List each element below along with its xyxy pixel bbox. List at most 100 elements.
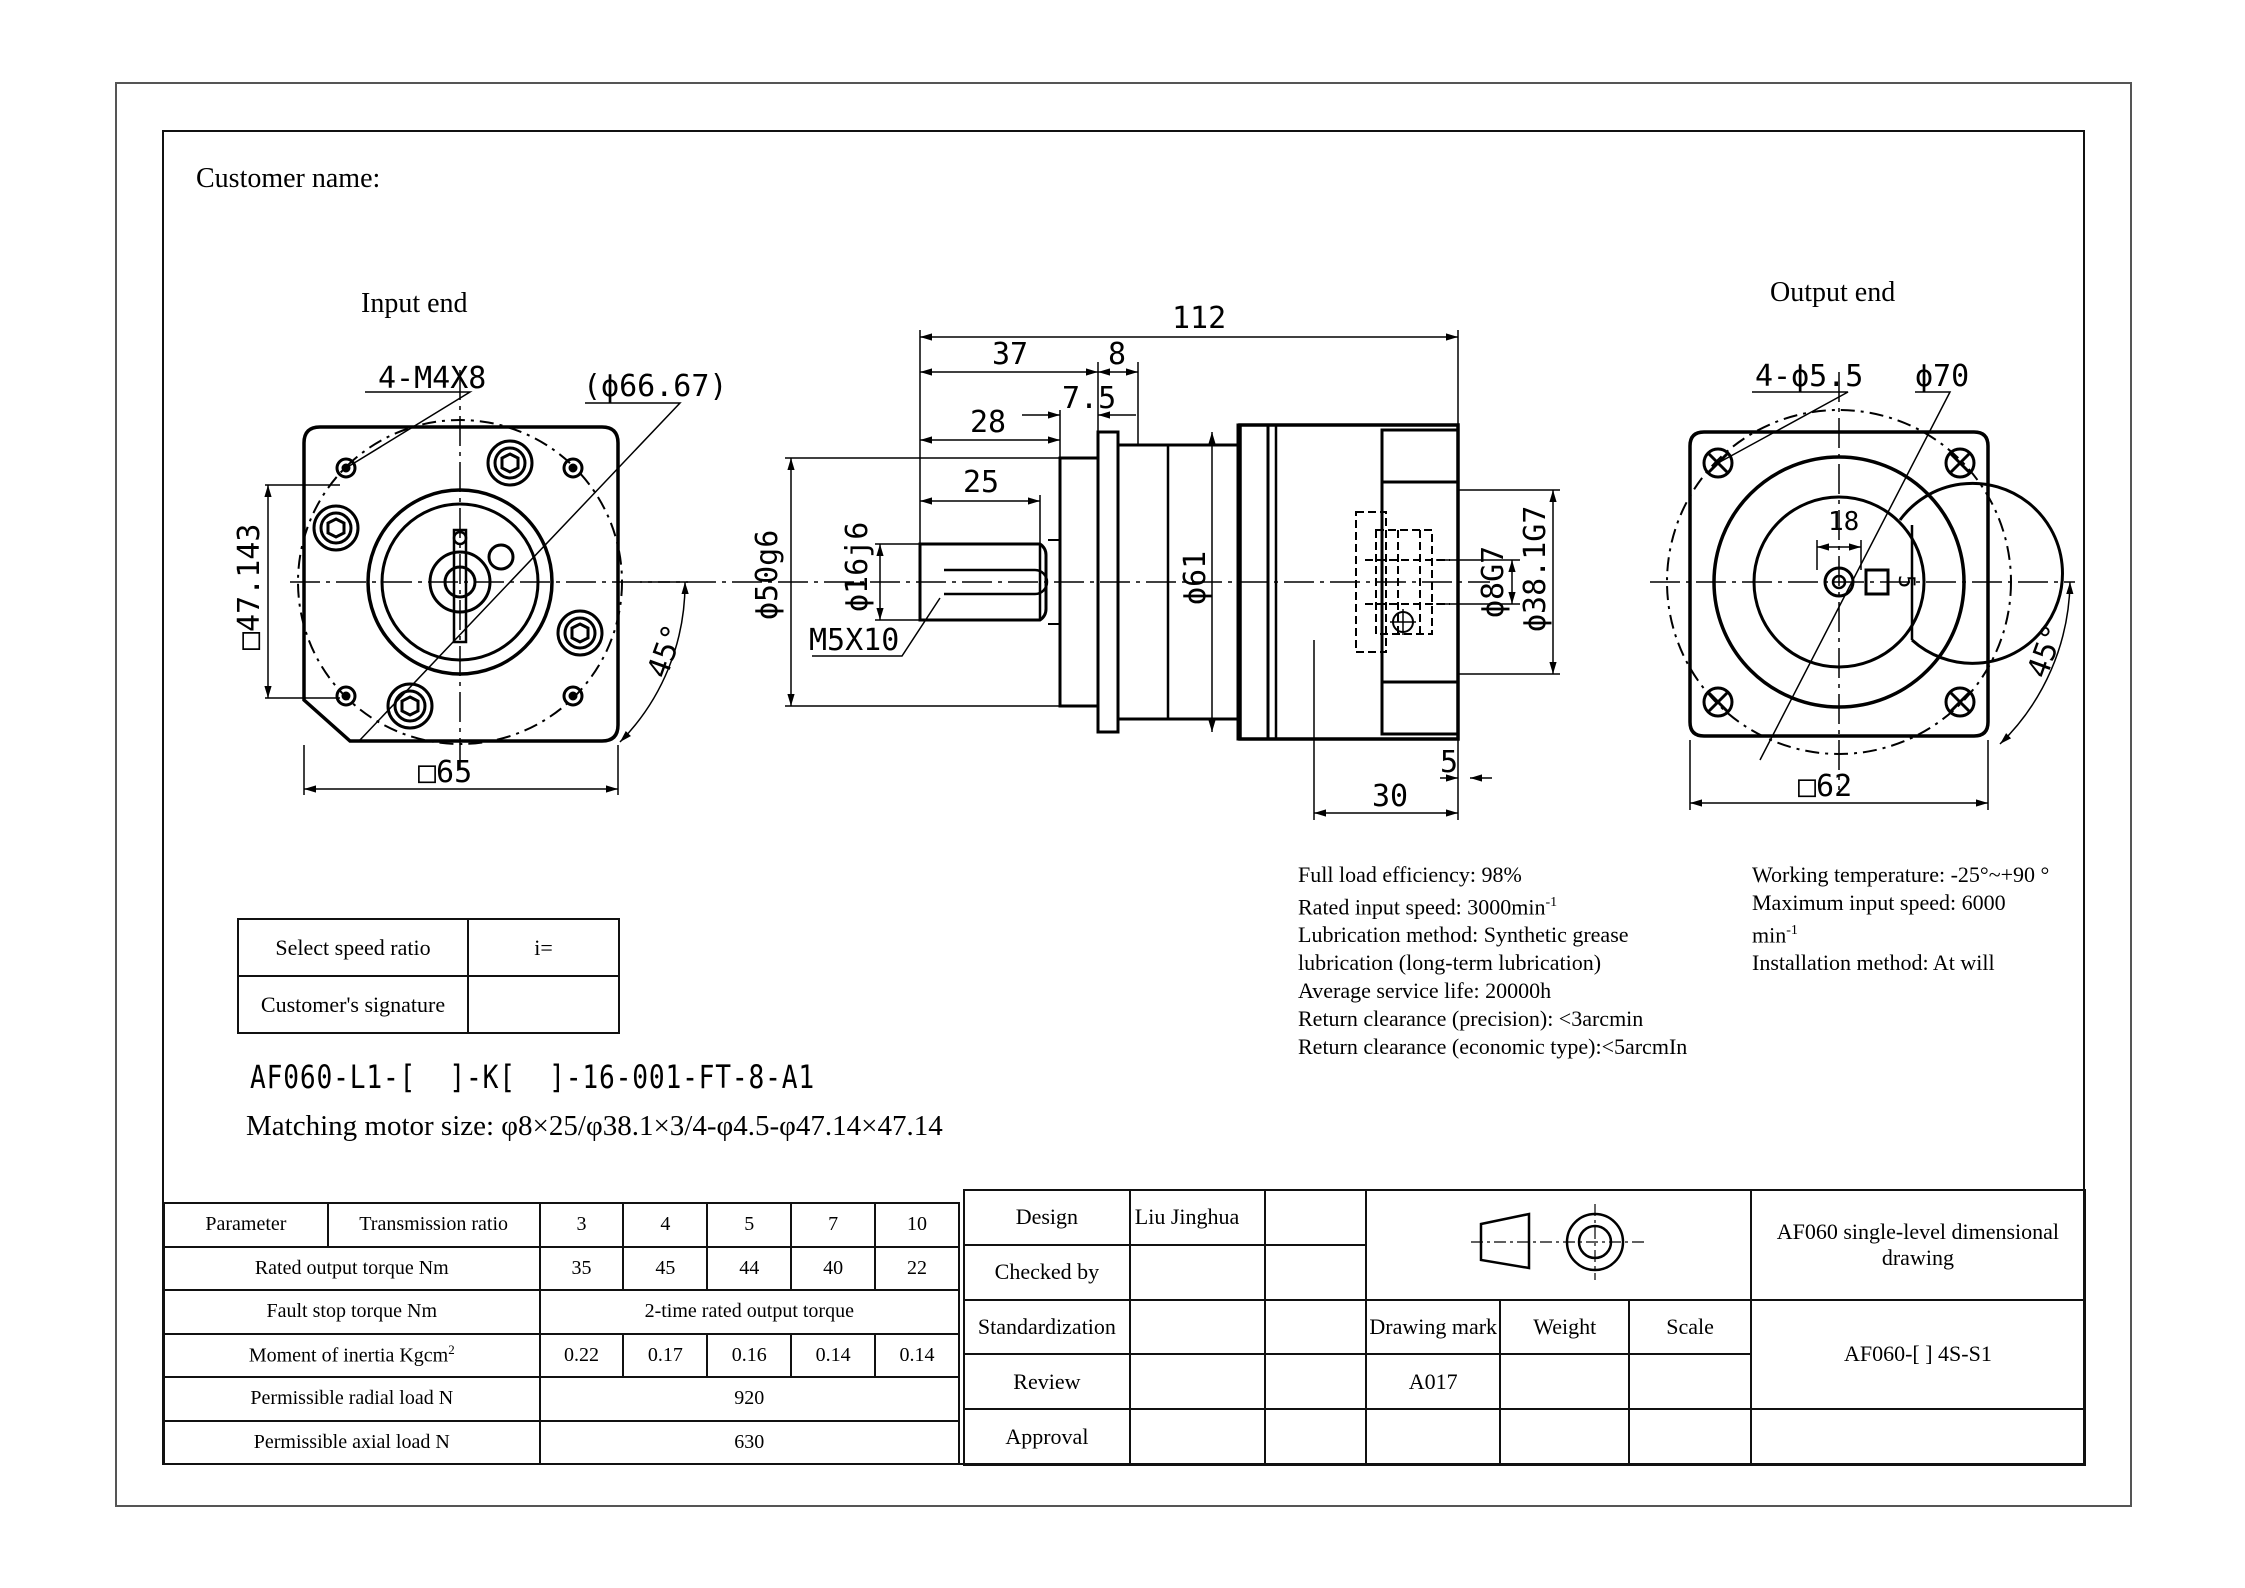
rated-torque-10: 22 <box>874 1245 960 1291</box>
output-end-view <box>1650 372 2075 810</box>
input-end-title: Input end <box>361 288 468 319</box>
inertia-4: 0.17 <box>622 1332 709 1378</box>
note-service-life: Average service life: 20000h <box>1298 978 1552 1004</box>
note-clearance-precision: Return clearance (precision): <3arcmin <box>1298 1006 1644 1032</box>
axial-load-value: 630 <box>538 1419 961 1465</box>
checked-name <box>1128 1243 1267 1301</box>
rated-torque-7: 40 <box>790 1245 877 1291</box>
note-rated-speed: Rated input speed: 3000min-1 <box>1298 894 1558 920</box>
approval-scale-blank <box>1628 1408 1752 1466</box>
checked-label: Checked by <box>963 1243 1131 1301</box>
third-angle-projection-icon <box>1470 1203 1647 1280</box>
rated-torque-3: 35 <box>538 1245 625 1291</box>
inertia-5: 0.16 <box>706 1332 793 1378</box>
radial-load-value: 920 <box>538 1376 961 1422</box>
ratio-4: 4 <box>622 1202 709 1248</box>
ratio-header: Transmission ratio <box>326 1202 541 1248</box>
dim-square-62: □62 <box>1798 769 1852 804</box>
drawing-code: AF060-[ ] 4S-S1 <box>1749 1298 2087 1411</box>
note-installation: Installation method: At will <box>1752 950 1995 976</box>
model-code: AF060-L1-[ ]-K[ ]-16-001-FT-8-A1 <box>250 1058 816 1096</box>
dim-45-deg-input: 45° <box>641 620 692 683</box>
note-max-speed-unit: min-1 <box>1752 922 1798 948</box>
technical-notes-right: Working temperature: -25°~+90 ° Maximum … <box>1752 861 2049 977</box>
standardization-label: Standardization <box>963 1298 1131 1356</box>
param-header: Parameter <box>163 1202 329 1248</box>
inertia-7: 0.14 <box>790 1332 877 1378</box>
rated-torque-4: 45 <box>622 1245 709 1291</box>
approval-name <box>1128 1408 1267 1466</box>
selection-table: Select speed ratio i= Customer's signatu… <box>237 918 620 1034</box>
dim-spigot-38-1g7: ϕ38.1G7 <box>1518 506 1553 632</box>
fault-stop-value: 2-time rated output torque <box>538 1289 961 1335</box>
dim-4-m4x8: 4-M4X8 <box>378 361 486 396</box>
dim-37: 37 <box>992 337 1028 372</box>
note-max-speed: Maximum input speed: 6000 <box>1752 890 2006 915</box>
approval-mark-blank <box>1365 1408 1501 1466</box>
standardization-name <box>1128 1298 1267 1356</box>
fault-stop-label: Fault stop torque Nm <box>163 1289 541 1335</box>
dim-body-61: ϕ61 <box>1178 551 1213 605</box>
radial-load-label: Permissible radial load N <box>163 1376 541 1422</box>
design-blank <box>1264 1189 1368 1246</box>
dim-30: 30 <box>1372 779 1408 814</box>
dim-45-deg-output: 45° <box>2021 620 2072 683</box>
motor-size: Matching motor size: φ8×25/φ38.1×3/4-φ4.… <box>246 1110 943 1142</box>
dim-key-18: 18 <box>1828 507 1859 537</box>
review-label: Review <box>963 1353 1131 1411</box>
inertia-10: 0.14 <box>874 1332 960 1378</box>
dim-key-5: 5 <box>1893 575 1918 588</box>
dim-pcd-66-67: (ϕ66.67) <box>583 369 728 404</box>
technical-notes-left: Full load efficiency: 98% Rated input sp… <box>1298 861 1687 1061</box>
drawing-outer-frame <box>115 82 2132 1507</box>
review-blank <box>1264 1353 1368 1411</box>
approval-label: Approval <box>963 1408 1131 1466</box>
dim-m5x10: M5X10 <box>809 623 899 658</box>
approval-blank <box>1264 1408 1368 1466</box>
rated-torque-5: 44 <box>706 1245 793 1291</box>
customer-signature-field[interactable] <box>467 975 620 1034</box>
scale-value <box>1628 1353 1752 1411</box>
ratio-7: 7 <box>790 1202 877 1248</box>
weight-value <box>1498 1353 1631 1411</box>
dim-bore-8g7: ϕ8G7 <box>1476 546 1511 618</box>
note-clearance-economic: Return clearance (economic type):<5arcmI… <box>1298 1034 1688 1060</box>
customer-name-label: Customer name: <box>196 163 381 194</box>
dim-8: 8 <box>1108 337 1126 372</box>
dim-pilot-50g6: ϕ50g6 <box>750 530 785 620</box>
approval-code-blank <box>1749 1408 2087 1466</box>
dim-28: 28 <box>970 405 1006 440</box>
design-label: Design <box>963 1189 1131 1246</box>
approval-weight-blank <box>1498 1408 1631 1466</box>
ratio-10: 10 <box>874 1202 960 1248</box>
dim-7-5: 7.5 <box>1062 381 1116 416</box>
speed-ratio-label: Select speed ratio <box>237 918 469 977</box>
weight-label: Weight <box>1498 1298 1631 1356</box>
inertia-3: 0.22 <box>538 1332 625 1378</box>
dim-112: 112 <box>1172 301 1226 336</box>
output-end-title: Output end <box>1770 277 1896 308</box>
side-view <box>640 330 1560 820</box>
review-name <box>1128 1353 1267 1411</box>
dim-square-65: □65 <box>418 755 472 790</box>
ratio-3: 3 <box>538 1202 625 1248</box>
checked-blank <box>1264 1243 1368 1301</box>
design-name: Liu Jinghua <box>1128 1189 1267 1246</box>
dim-4-holes: 4-ϕ5.5 <box>1755 359 1863 394</box>
standardization-blank <box>1264 1298 1368 1356</box>
note-lubrication: Lubrication method: Synthetic grease <box>1298 922 1629 948</box>
speed-ratio-field[interactable]: i= <box>467 918 620 977</box>
drawing-mark-label: Drawing mark <box>1365 1298 1501 1356</box>
drawing-title: AF060 single-level dimensional drawing <box>1749 1189 2087 1301</box>
note-working-temp: Working temperature: -25°~+90 ° <box>1752 862 2050 887</box>
inertia-label: Moment of inertia Kgcm2 <box>163 1332 541 1378</box>
input-end-view <box>264 370 690 795</box>
axial-load-label: Permissible axial load N <box>163 1419 541 1465</box>
scale-label: Scale <box>1628 1298 1752 1356</box>
dim-square-47-143: □47.143 <box>232 524 267 650</box>
note-efficiency: Full load efficiency: 98% <box>1298 862 1522 887</box>
projection-symbol-cell <box>1365 1189 1752 1301</box>
rated-torque-label: Rated output torque Nm <box>163 1245 541 1291</box>
parameter-table: Parameter Transmission ratio 3 4 5 7 10 … <box>163 1202 961 1465</box>
